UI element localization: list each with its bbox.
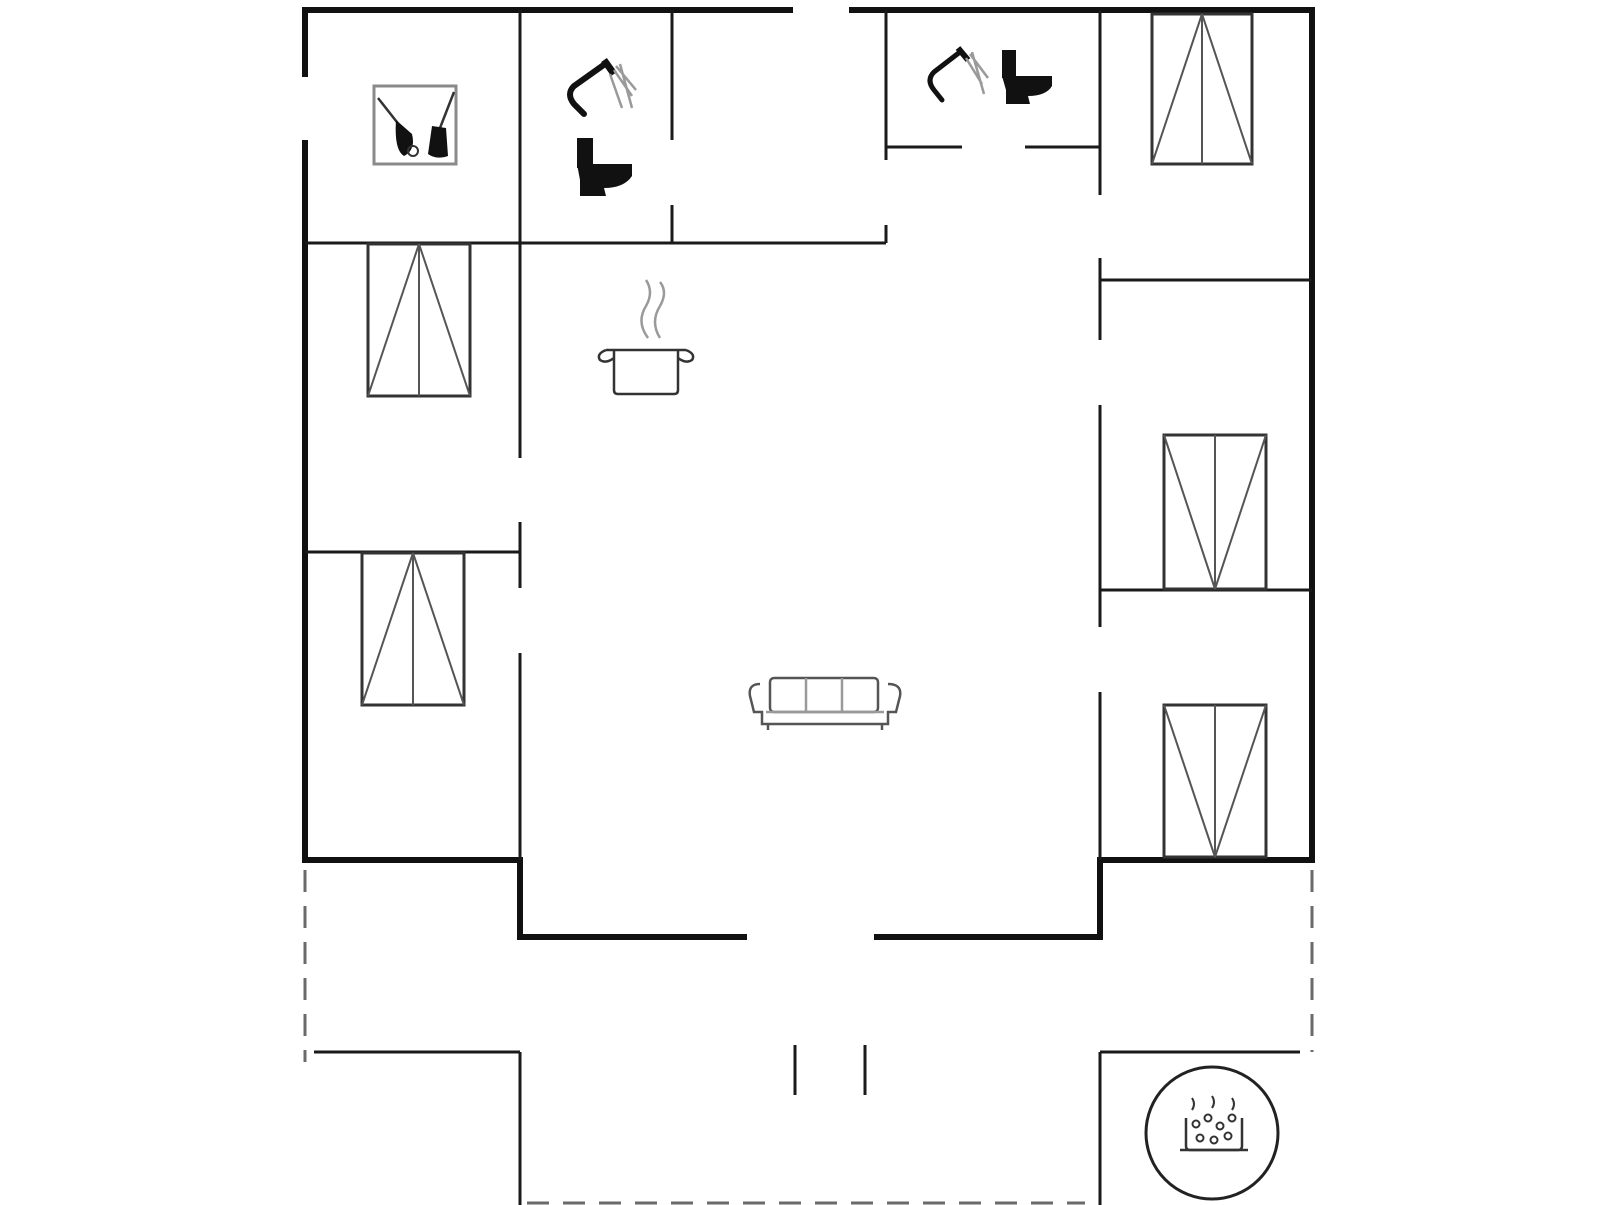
toilet-icon [1002,50,1052,104]
sofa-icon [748,676,902,730]
cooking-pot-icon [597,279,695,396]
shower-icon [927,46,989,103]
double-bed-icon [360,551,466,707]
toilet-icon [577,138,632,196]
double-bed-icon [1162,433,1268,591]
hot-tub-icon [1144,1065,1280,1201]
double-bed-icon [1150,12,1254,166]
shower-icon [567,57,637,117]
interior-walls [305,10,1312,860]
double-bed-icon [1162,703,1268,859]
double-bed-icon [366,242,472,398]
washing-machine-icon [372,84,458,166]
terrace [303,870,1314,1205]
